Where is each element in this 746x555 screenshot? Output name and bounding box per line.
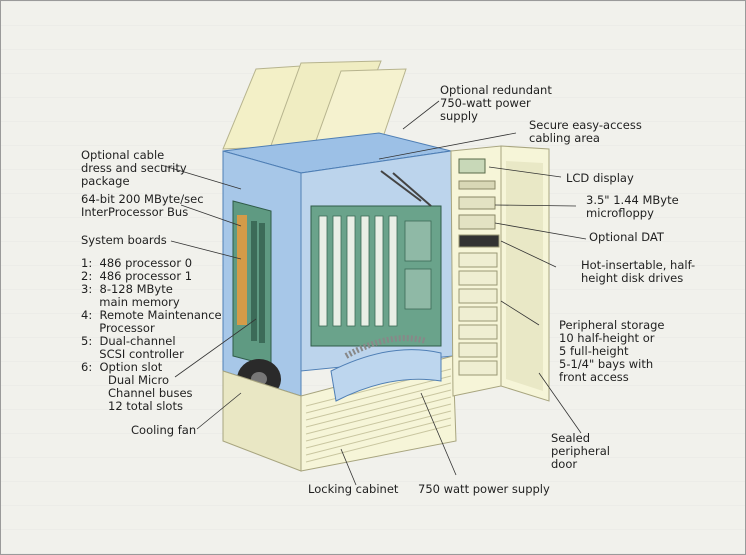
- callout-secure-cabling-area: Secure easy-access cabling area: [529, 118, 642, 145]
- callout-cooling-fan: Cooling fan: [131, 423, 197, 437]
- callout-hot-insertable-drives: Hot-insertable, half- height disk drives: [581, 258, 696, 285]
- callout-optional-cable-dress: Optional cable dress and security packag…: [81, 148, 187, 188]
- peripheral-bay-column: [450, 145, 502, 397]
- callout-750-watt-power-supply: 750 watt power supply: [418, 482, 550, 496]
- callout-locking-cabinet: Locking cabinet: [308, 482, 399, 496]
- callout-optional-redundant-power-supply: Optional redundant 750-watt power supply: [440, 83, 552, 123]
- callout-peripheral-storage: Peripheral storage 10 half-height or 5 f…: [559, 318, 665, 384]
- peripheral-door: [500, 145, 550, 402]
- power-supply-cabinet: [222, 335, 457, 472]
- callout-interprocessor-bus: 64-bit 200 MByte/sec InterProcessor Bus: [81, 192, 204, 219]
- chassis-left-side: [222, 150, 302, 397]
- callout-lcd-display: LCD display: [566, 171, 634, 185]
- callout-optional-dat: Optional DAT: [589, 230, 664, 244]
- callout-dual-micro-channel: Dual Micro Channel buses 12 total slots: [108, 373, 193, 413]
- chassis-backplane: [300, 150, 454, 372]
- system-board-list: 1: 486 processor 0 2: 486 processor 1 3:…: [81, 256, 222, 374]
- callout-microfloppy: 3.5" 1.44 MByte microfloppy: [586, 193, 679, 220]
- callout-sealed-peripheral-door: Sealed peripheral door: [551, 431, 610, 471]
- callout-system-boards: System boards: [81, 233, 167, 247]
- callout-leader-lines: [160, 100, 587, 486]
